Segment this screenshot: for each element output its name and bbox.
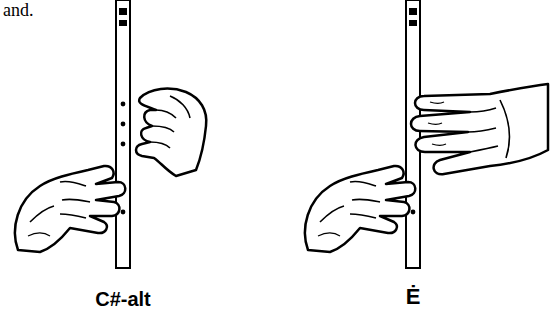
whistle: [116, 0, 130, 268]
upper-hand: [411, 84, 548, 174]
fingering-label: C#-alt: [95, 288, 151, 311]
fingering-label: Ė: [406, 284, 421, 310]
upper-hand: [136, 89, 206, 176]
whistle: [406, 0, 420, 268]
text-fragment: and.: [3, 0, 34, 21]
